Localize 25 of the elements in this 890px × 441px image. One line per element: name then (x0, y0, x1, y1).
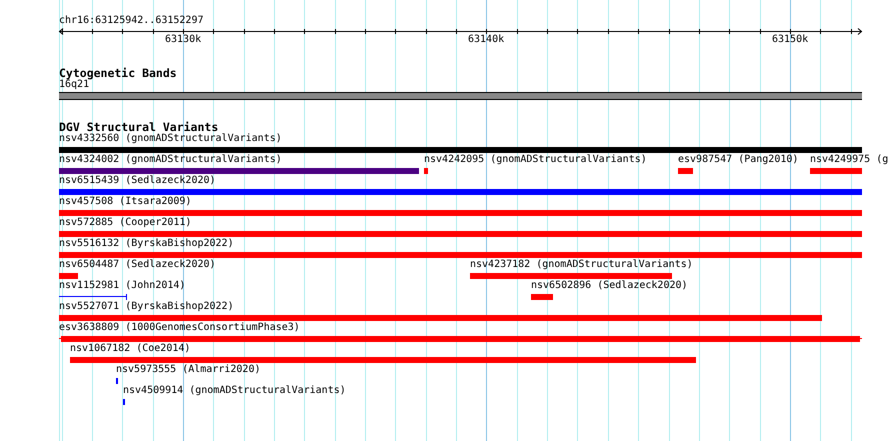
feature-label: nsv4242095 (gnomADStructuralVariants) (424, 154, 647, 166)
tick-label: 63150k (772, 34, 808, 46)
feature-label: nsv6515439 (Sedlazeck2020) (59, 175, 216, 187)
track-title: DGV Structural Variants (59, 120, 218, 134)
feature-label: nsv572885 (Cooper2011) (59, 217, 192, 229)
feature-label: nsv4509914 (gnomADStructuralVariants) (123, 385, 346, 397)
feature-label: nsv6502896 (Sedlazeck2020) (531, 280, 688, 292)
feature-label: nsv4324002 (gnomADStructuralVariants) (59, 154, 282, 166)
feature-label: nsv457508 (Itsara2009) (59, 196, 192, 208)
feature-label: nsv1067182 (Coe2014) (70, 343, 190, 355)
feature-label: nsv5516132 (ByrskaBishop2022) (59, 238, 234, 250)
feature-label: nsv5973555 (Almarri2020) (116, 364, 260, 376)
feature-label: nsv4332560 (gnomADStructuralVariants) (59, 133, 282, 145)
feature-label: nsv6504487 (Sedlazeck2020) (59, 259, 216, 271)
tick-label: 63140k (468, 34, 504, 46)
feature-label: esv3638809 (1000GenomesConsortiumPhase3) (59, 322, 300, 334)
feature-label: nsv4249975 (g (810, 154, 888, 166)
feature-label: nsv5527071 (ByrskaBishop2022) (59, 301, 234, 313)
feature-label: nsv1152981 (John2014) (59, 280, 186, 292)
feature-label: nsv4237182 (gnomADStructuralVariants) (470, 259, 693, 271)
feature-label: esv987547 (Pang2010) (678, 154, 798, 166)
ruler-location-label: chr16:63125942..63152297 (59, 15, 204, 27)
track-title: Cytogenetic Bands (59, 66, 177, 80)
tick-label: 63130k (165, 34, 202, 46)
band-label: 16q21 (59, 79, 90, 91)
